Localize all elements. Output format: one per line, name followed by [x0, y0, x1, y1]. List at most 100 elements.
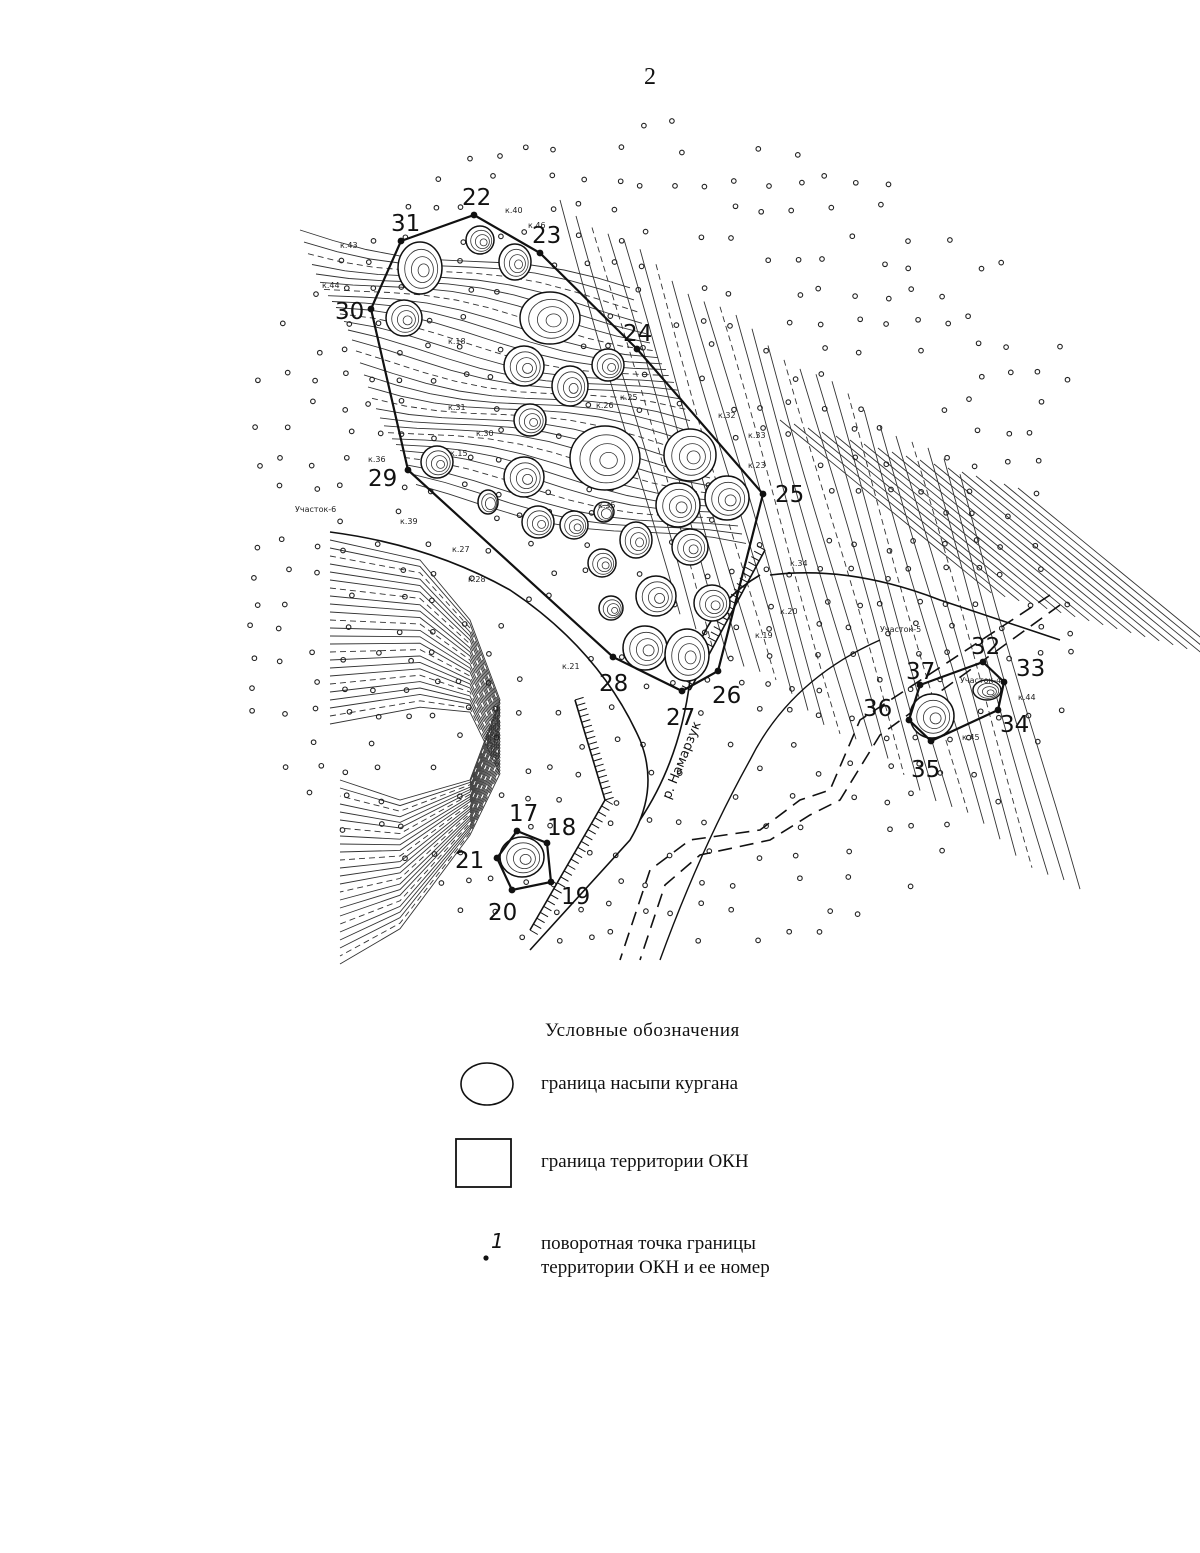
contour-line — [947, 467, 1160, 642]
turning-point — [905, 716, 913, 724]
survey-dot — [408, 657, 414, 664]
survey-dot — [313, 291, 319, 297]
survey-dot — [947, 237, 953, 243]
survey-dot — [430, 570, 437, 577]
kurgan-contour — [602, 599, 622, 619]
contour-line — [1017, 487, 1200, 638]
survey-dot — [915, 316, 921, 323]
survey-dot — [949, 622, 955, 629]
survey-dot — [974, 427, 981, 434]
survey-dot — [728, 568, 735, 575]
survey-dot — [251, 655, 258, 662]
turning-point-label: 26 — [712, 683, 741, 709]
survey-dot — [939, 293, 945, 300]
survey-dot — [818, 371, 825, 377]
survey-dot — [945, 320, 952, 327]
survey-dot — [852, 454, 859, 461]
survey-dot — [786, 319, 793, 326]
survey-dot — [607, 820, 614, 827]
turning-point-label: 25 — [775, 482, 804, 508]
survey-dot — [996, 571, 1003, 578]
turning-point-label: 22 — [462, 185, 491, 211]
turning-point-label: 33 — [1016, 656, 1045, 682]
contour-line — [329, 619, 501, 861]
survey-dot — [729, 883, 736, 889]
river-label: р. Намарзук — [660, 719, 705, 801]
survey-dot — [498, 622, 505, 629]
scarp-line-tick — [603, 791, 613, 795]
survey-dot — [1025, 712, 1032, 719]
survey-dot — [731, 406, 737, 413]
survey-dot — [883, 461, 890, 468]
survey-dot — [516, 676, 523, 682]
kurgan-contour — [436, 459, 446, 469]
survey-dot — [556, 937, 563, 944]
survey-dot — [614, 736, 621, 743]
survey-dot — [1026, 429, 1033, 436]
scarp-line-tick — [745, 566, 754, 572]
survey-dot — [370, 687, 376, 694]
survey-dot — [396, 377, 403, 384]
legend-title: Условные обозначения — [545, 1020, 740, 1041]
contour-line — [821, 431, 1034, 606]
survey-dot — [797, 824, 804, 831]
survey-dot — [815, 771, 822, 777]
survey-dot — [519, 934, 526, 941]
contour-line — [911, 441, 1033, 868]
survey-dot — [284, 424, 291, 431]
survey-dot — [728, 906, 735, 913]
kurgan-contour — [514, 259, 523, 270]
survey-dot — [431, 851, 438, 857]
survey-dot — [766, 183, 772, 189]
turning-point-label: 36 — [863, 696, 892, 722]
survey-dot — [1004, 458, 1011, 465]
turning-point-label: 30 — [335, 299, 364, 325]
survey-dot — [314, 543, 321, 550]
survey-dot — [275, 625, 282, 632]
scarp-line-tick — [570, 858, 579, 865]
survey-dot — [786, 928, 793, 935]
survey-dot — [402, 855, 408, 862]
survey-dot — [550, 206, 557, 212]
survey-dot — [766, 626, 772, 632]
survey-dot — [425, 342, 431, 349]
survey-dot — [405, 203, 412, 210]
survey-dot — [340, 656, 347, 663]
turning-point-icon: 1 — [483, 1229, 504, 1261]
survey-dot — [336, 482, 343, 489]
survey-dot — [788, 207, 795, 214]
kurgan-label: к.15 — [450, 449, 468, 458]
contour-line — [379, 417, 711, 479]
dirt-road — [619, 594, 1051, 961]
survey-dot — [463, 371, 470, 377]
scarp-line-tick — [756, 545, 766, 551]
turning-point-label: 24 — [623, 321, 652, 347]
survey-dot — [852, 293, 858, 299]
kurgan-contour — [396, 310, 416, 330]
scarp-line-tick — [601, 805, 610, 811]
kurgan-contour — [607, 603, 620, 616]
scarp-line-tick — [748, 561, 757, 567]
survey-dot — [312, 377, 318, 384]
contour-line — [835, 435, 1048, 610]
kurgan-contour — [564, 514, 587, 537]
survey-dot — [878, 201, 884, 208]
survey-dot — [370, 285, 377, 291]
kurgan-contour — [684, 650, 697, 665]
survey-dot — [611, 206, 618, 213]
kurgan-contour — [516, 357, 537, 379]
kurgan-label: к.27 — [452, 545, 470, 554]
kurgan-contour — [537, 520, 546, 529]
turning-point — [633, 345, 641, 353]
kurgan-contour — [630, 532, 647, 551]
contour-line — [975, 475, 1188, 650]
survey-dot — [995, 798, 1002, 805]
survey-dot — [943, 509, 949, 516]
survey-dot — [342, 769, 349, 776]
survey-dot — [887, 826, 893, 833]
survey-dot — [944, 454, 950, 461]
kurgan-contour — [425, 450, 451, 476]
survey-dot — [345, 624, 352, 630]
survey-dot — [797, 875, 803, 882]
turning-point — [404, 466, 412, 474]
